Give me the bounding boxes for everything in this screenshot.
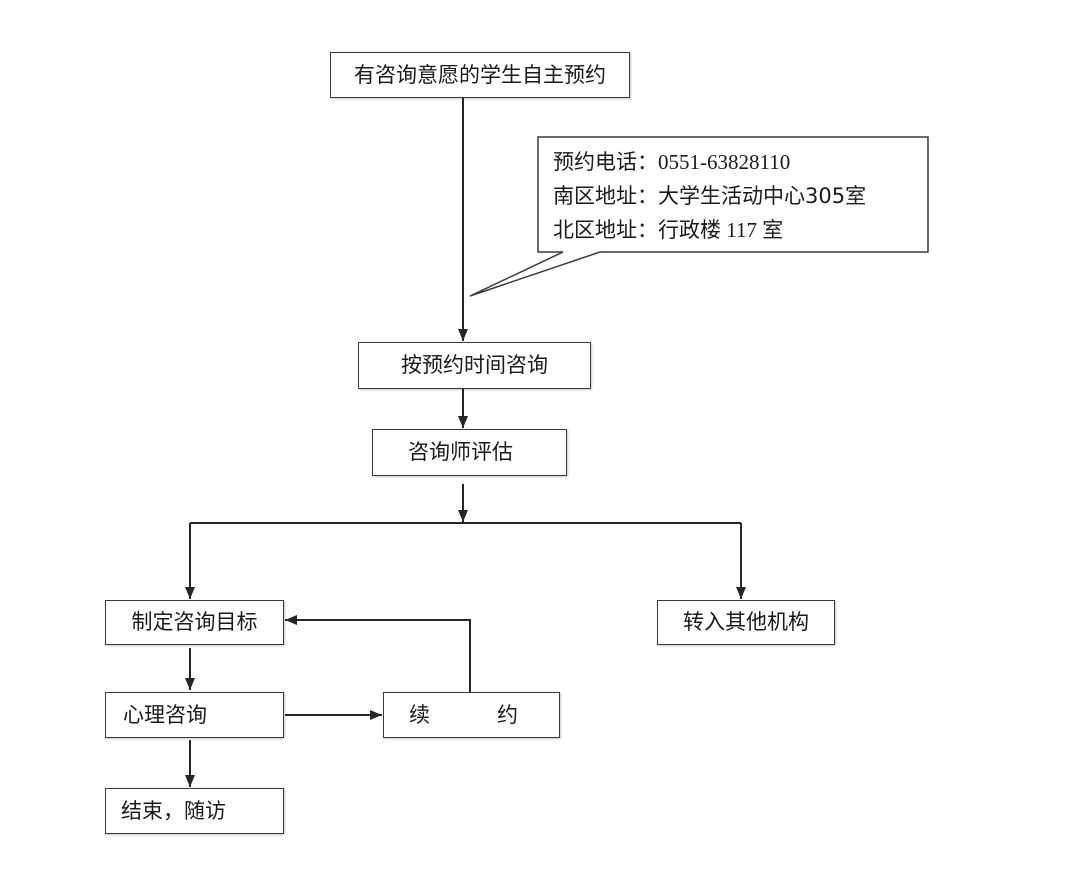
node-end-followup: 结束，随访 [105,788,284,834]
callout-north-label: 北区地址： [553,218,658,242]
node-set-goals: 制定咨询目标 [105,600,284,645]
callout-north-line: 北区地址：行政楼 117 室 [553,213,928,247]
arrow-renewal-to-goals [285,615,471,692]
callout-south-label: 南区地址： [553,184,658,208]
node-counselor-assessment-label: 咨询师评估 [408,440,513,464]
node-counselor-assessment: 咨询师评估 [372,429,567,476]
callout-bubble [469,136,929,297]
callout-south-value: 大学生活动中心305室 [658,184,867,208]
node-referral-label: 转入其他机构 [683,610,809,634]
callout-phone-value: 0551-63828110 [658,150,791,174]
booking-info-callout: 预约电话：0551-63828110 南区地址：大学生活动中心305室 北区地址… [538,137,928,252]
node-end-followup-label: 结束，随访 [121,798,226,823]
callout-south-line: 南区地址：大学生活动中心305室 [553,179,928,213]
callout-north-value: 行政楼 117 室 [658,218,784,242]
node-scheduled-consult-label: 按预约时间咨询 [401,353,548,377]
node-self-booking: 有咨询意愿的学生自主预约 [330,52,630,98]
node-renewal: 续 约 [383,692,560,738]
callout-phone-label: 预约电话： [553,150,658,174]
node-counseling: 心理咨询 [105,692,284,738]
node-referral: 转入其他机构 [657,600,835,645]
node-renewal-label-second: 约 [497,702,518,727]
callout-phone-line: 预约电话：0551-63828110 [553,145,928,179]
node-scheduled-consult: 按预约时间咨询 [358,342,591,389]
node-counseling-label: 心理咨询 [123,702,207,727]
node-self-booking-label: 有咨询意愿的学生自主预约 [354,62,606,87]
node-renewal-label-first: 续 [409,702,430,727]
node-set-goals-label: 制定咨询目标 [131,610,258,634]
